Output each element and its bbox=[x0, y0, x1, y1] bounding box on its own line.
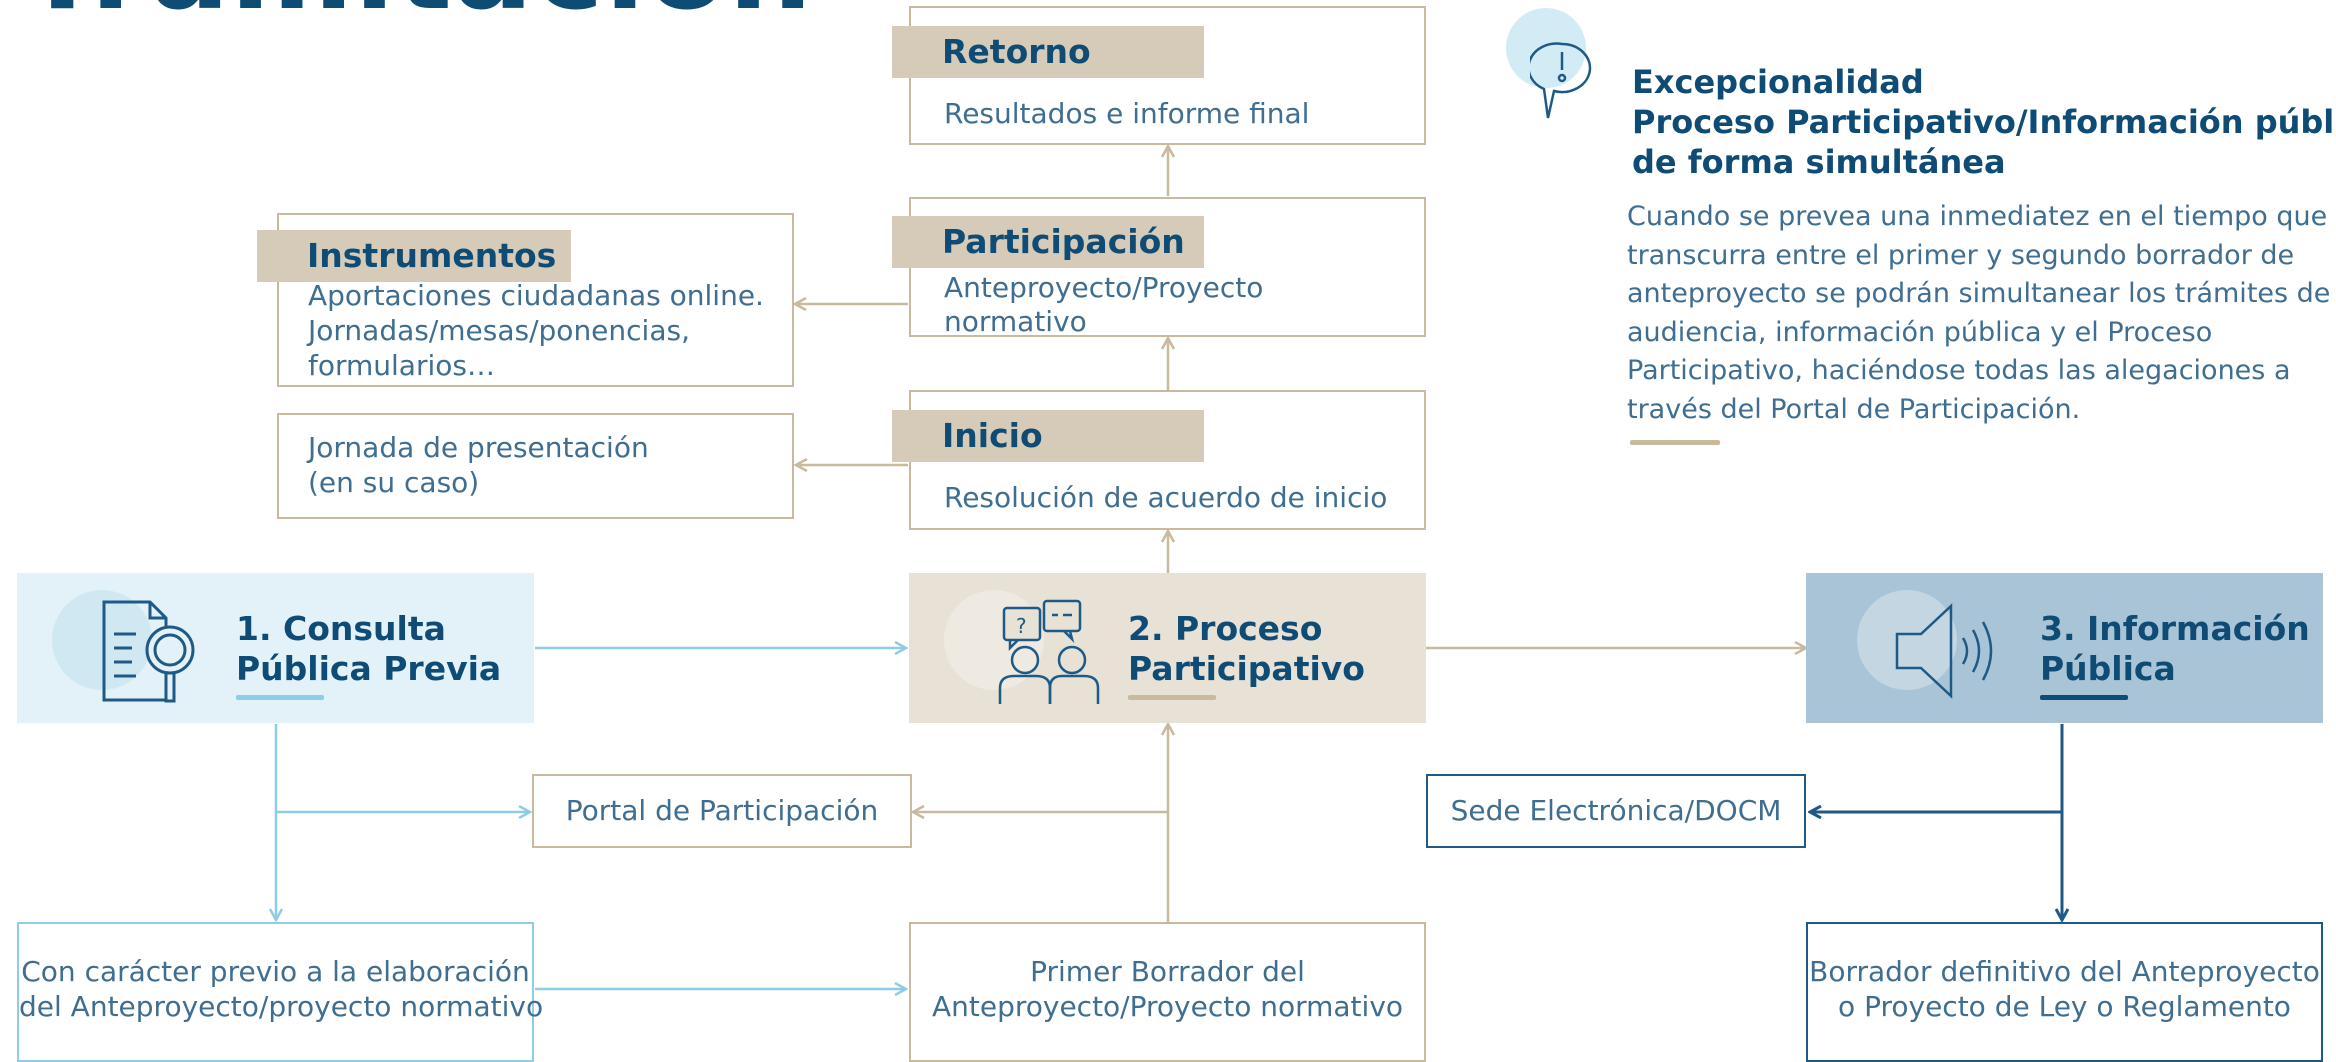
instrumentos-header: Instrumentos bbox=[257, 230, 571, 282]
proceso-title-line-1: 2. Proceso bbox=[1128, 609, 1323, 648]
exception-body-line-5: Participativo, haciéndose todas las aleg… bbox=[1627, 355, 2291, 386]
portal-box: Portal de Participación bbox=[532, 774, 912, 848]
instrumentos-body-line-3: formularios… bbox=[308, 349, 495, 382]
inicio-header: Inicio bbox=[892, 410, 1204, 462]
exception-title: Excepcionalidad Proceso Participativo/In… bbox=[1632, 62, 2336, 182]
participacion-body-line-1: Anteproyecto/Proyecto bbox=[944, 271, 1264, 304]
jornada-body-line-1: Jornada de presentación bbox=[308, 431, 649, 464]
inicio-body: Resolución de acuerdo de inicio bbox=[944, 481, 1388, 514]
jornada-body-line-2: (en su caso) bbox=[308, 466, 480, 499]
proceso-underline bbox=[1128, 695, 1216, 700]
document-search-icon bbox=[102, 600, 195, 703]
phase-informacion: 3. Información Pública bbox=[1806, 573, 2323, 723]
borrador1-line-1: Primer Borrador del bbox=[1030, 955, 1305, 988]
consulta-title-line-2: Pública Previa bbox=[236, 649, 502, 688]
sede-label: Sede Electrónica/DOCM bbox=[1450, 794, 1782, 827]
instrumentos-body-line-2: Jornadas/mesas/ponencias, bbox=[308, 314, 690, 347]
exception-body: Cuando se prevea una inmediatez en el ti… bbox=[1627, 198, 2330, 429]
exception-body-line-2: transcurra entre el primer y segundo bor… bbox=[1627, 239, 2295, 271]
inicio-box: Inicio Resolución de acuerdo de inicio bbox=[892, 390, 1426, 530]
definitivo-box: Borrador definitivo del Anteproyecto o P… bbox=[1806, 922, 2323, 1062]
retorno-box: Retorno Resultados e informe final bbox=[892, 6, 1426, 145]
exception-title-line-3: de forma simultánea bbox=[1632, 143, 2006, 181]
sede-box: Sede Electrónica/DOCM bbox=[1426, 774, 1806, 848]
previo-line-1: Con carácter previo a la elaboración bbox=[21, 955, 530, 988]
retorno-body: Resultados e informe final bbox=[944, 97, 1310, 130]
people-chat-icon: ? bbox=[998, 599, 1100, 704]
retorno-header: Retorno bbox=[892, 26, 1204, 78]
page-title: Tramitación bbox=[22, 0, 813, 26]
informacion-circle bbox=[1857, 590, 1957, 690]
consulta-circle bbox=[52, 590, 152, 690]
informacion-title-line-1: 3. Información bbox=[2040, 609, 2310, 648]
consulta-title-line-1: 1. Consulta bbox=[236, 609, 446, 648]
speaker-icon bbox=[1895, 603, 1993, 699]
borrador1-box: Primer Borrador del Anteproyecto/Proyect… bbox=[909, 922, 1426, 1062]
speech-bubble-exclamation-icon bbox=[1530, 42, 1592, 119]
previo-box: Con carácter previo a la elaboración del… bbox=[17, 922, 544, 1062]
exception-title-line-1: Excepcionalidad bbox=[1632, 63, 1924, 101]
proceso-title-line-2: Participativo bbox=[1128, 649, 1365, 688]
exception-circle bbox=[1506, 8, 1586, 88]
exception-body-line-6: través del Portal de Participación. bbox=[1627, 393, 2081, 425]
portal-label: Portal de Participación bbox=[565, 794, 879, 827]
phase-proceso: ? 2. Proceso Participativo bbox=[909, 573, 1426, 723]
informacion-title-line-2: Pública bbox=[2040, 649, 2176, 688]
participacion-box: Participación Anteproyecto/Proyecto norm… bbox=[892, 197, 1426, 338]
consulta-underline bbox=[236, 695, 324, 700]
participacion-body-line-2: normativo bbox=[944, 305, 1087, 338]
informacion-underline bbox=[2040, 695, 2128, 700]
exception-underline bbox=[1630, 440, 1720, 445]
definitivo-line-1: Borrador definitivo del Anteproyecto bbox=[1809, 955, 2320, 988]
previo-line-2: del Anteproyecto/proyecto normativo bbox=[19, 990, 544, 1023]
definitivo-line-2: o Proyecto de Ley o Reglamento bbox=[1838, 990, 2291, 1023]
instrumentos-body-line-1: Aportaciones ciudadanas online. bbox=[308, 279, 764, 312]
svg-text:?: ? bbox=[1016, 614, 1027, 638]
instrumentos-box: Instrumentos Aportaciones ciudadanas onl… bbox=[257, 213, 794, 387]
borrador1-line-2: Anteproyecto/Proyecto normativo bbox=[931, 990, 1404, 1023]
exception-body-line-1: Cuando se prevea una inmediatez en el ti… bbox=[1627, 201, 2328, 232]
jornada-box: Jornada de presentación (en su caso) bbox=[277, 413, 794, 519]
exception-body-line-3: anteproyecto se podrán simultanear los t… bbox=[1627, 278, 2331, 309]
participacion-header: Participación bbox=[892, 216, 1204, 268]
phase-consulta: 1. Consulta Pública Previa bbox=[17, 573, 534, 723]
exception-body-line-4: audiencia, información pública y el Proc… bbox=[1627, 316, 2213, 348]
exception-title-line-2: Proceso Participativo/Información públic… bbox=[1632, 103, 2336, 141]
